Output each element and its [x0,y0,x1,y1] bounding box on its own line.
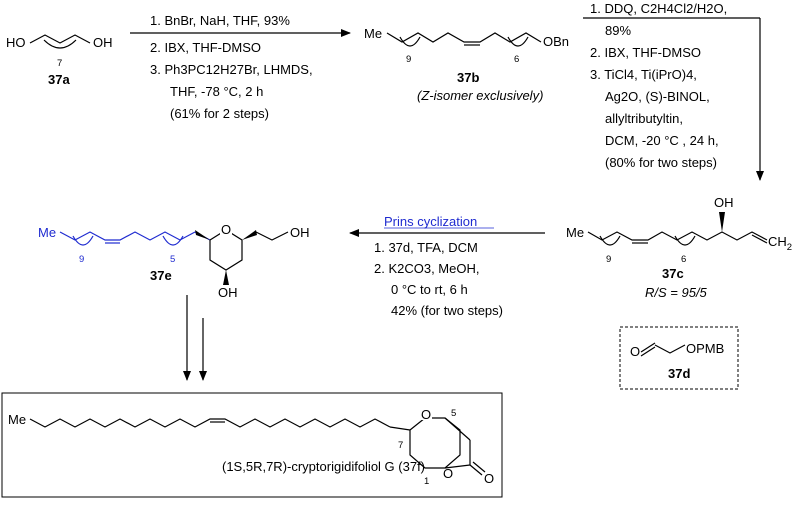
repeat-count: 9 [406,54,411,65]
reagent-line: 2. IBX, THF-DMSO [150,40,261,55]
atom-label: OH [290,225,310,240]
atom-label: O [443,466,453,481]
reagent-line: 3. Ph3PC12H27Br, LHMDS, [150,62,313,77]
reagent-line: 1. BnBr, NaH, THF, 93% [150,13,290,28]
locant: 5 [451,408,456,419]
svg-text:1. BnBr, NaH, THF, 93%: 1. BnBr, NaH, THF, 93% [150,13,290,28]
compound-label: 37b [457,70,479,85]
atom-label: Me [8,412,26,427]
step-1: 1. BnBr, NaH, THF, 93% 2. IBX, THF-DMSO … [130,13,351,121]
atom-label: O [221,222,231,237]
reagent-line: (80% for two steps) [605,155,717,170]
isomer-note: (Z-isomer exclusively) [417,88,543,103]
reagent-line: 42% (for two steps) [391,303,503,318]
compound-37b: Me 9 6 OBn 37b (Z-isomer exclusively) [364,26,569,103]
reagent-line: 1. 37d, TFA, DCM [374,240,478,255]
compound-37a: HO OH 7 37a [6,34,113,87]
reagent-line: 3. TiCl4, Ti(iPrO)4, [590,67,697,82]
locant: 7 [398,440,403,451]
reagent-line: DCM, -20 °C , 24 h, [605,133,719,148]
svg-text:THF, -78 °C, 2 h: THF, -78 °C, 2 h [170,84,263,99]
reagent-line: allyltributyltin, [605,111,683,126]
reagent-line: 1. DDQ, C2H4Cl2/H2O, [590,1,727,16]
svg-text:2. IBX, THF-DMSO: 2. IBX, THF-DMSO [150,40,261,55]
repeat-count: 9 [79,254,84,265]
repeat-count: 9 [606,254,611,265]
reagent-line: 89% [605,23,631,38]
repeat-count: 6 [681,254,686,265]
compound-37c: Me 9 6 OH CH2 37c R/S = 95/5 [566,195,792,300]
atom-label: O [630,344,640,359]
compound-37d: O OPMB 37d [619,326,739,390]
atom-label: OH [93,35,113,50]
multi-step-arrow [183,295,207,381]
atom-label: Me [38,225,56,240]
compound-37e: Me 9 5 O OH OH 37e [38,221,310,300]
atom-label: OPMB [686,341,724,356]
reagent-line: Ag2O, (S)-BINOL, [605,89,710,104]
reagent-line: 2. IBX, THF-DMSO [590,45,701,60]
reagent-line: (61% for 2 steps) [170,106,269,121]
reagent-line: 2. K2CO3, MeOH, [374,261,479,276]
atom-label: OBn [543,34,569,49]
atom-label: Me [364,26,382,41]
step-2: 1. DDQ, C2H4Cl2/H2O, 89% 2. IBX, THF-DMS… [583,1,764,181]
repeat-count: 6 [514,54,519,65]
compound-label: 37e [150,268,172,283]
compound-label: 37a [48,72,70,87]
repeat-count: 5 [170,254,175,265]
atom-label: O [421,407,431,422]
compound-label: 37d [668,366,690,381]
atom-label: HO [6,35,26,50]
reagent-line: THF, -78 °C, 2 h [170,84,263,99]
atom-label: CH2 [768,234,792,253]
compound-37f: Me O O O 7 5 1 (1S,5R,7R)-cryptorigidifo… [1,392,503,498]
atom-label: Me [566,225,584,240]
step-title: Prins cyclization [384,214,477,229]
svg-text:(61% for 2 steps): (61% for 2 steps) [170,106,269,121]
ratio-note: R/S = 95/5 [645,285,708,300]
repeat-count: 7 [57,58,62,69]
compound-name: (1S,5R,7R)-cryptorigidifoliol G (37f) [222,459,425,474]
svg-text:3. Ph3PC12H27Br, LHMDS,: 3. Ph3PC12H27Br, LHMDS, [150,62,313,77]
atom-label: O [484,471,494,486]
locant: 1 [424,476,429,487]
atom-label: OH [714,195,734,210]
reagent-line: 0 °C to rt, 6 h [391,282,468,297]
step-3: Prins cyclization 1. 37d, TFA, DCM 2. K2… [349,214,545,318]
compound-label: 37c [662,266,684,281]
atom-label: OH [218,285,238,300]
